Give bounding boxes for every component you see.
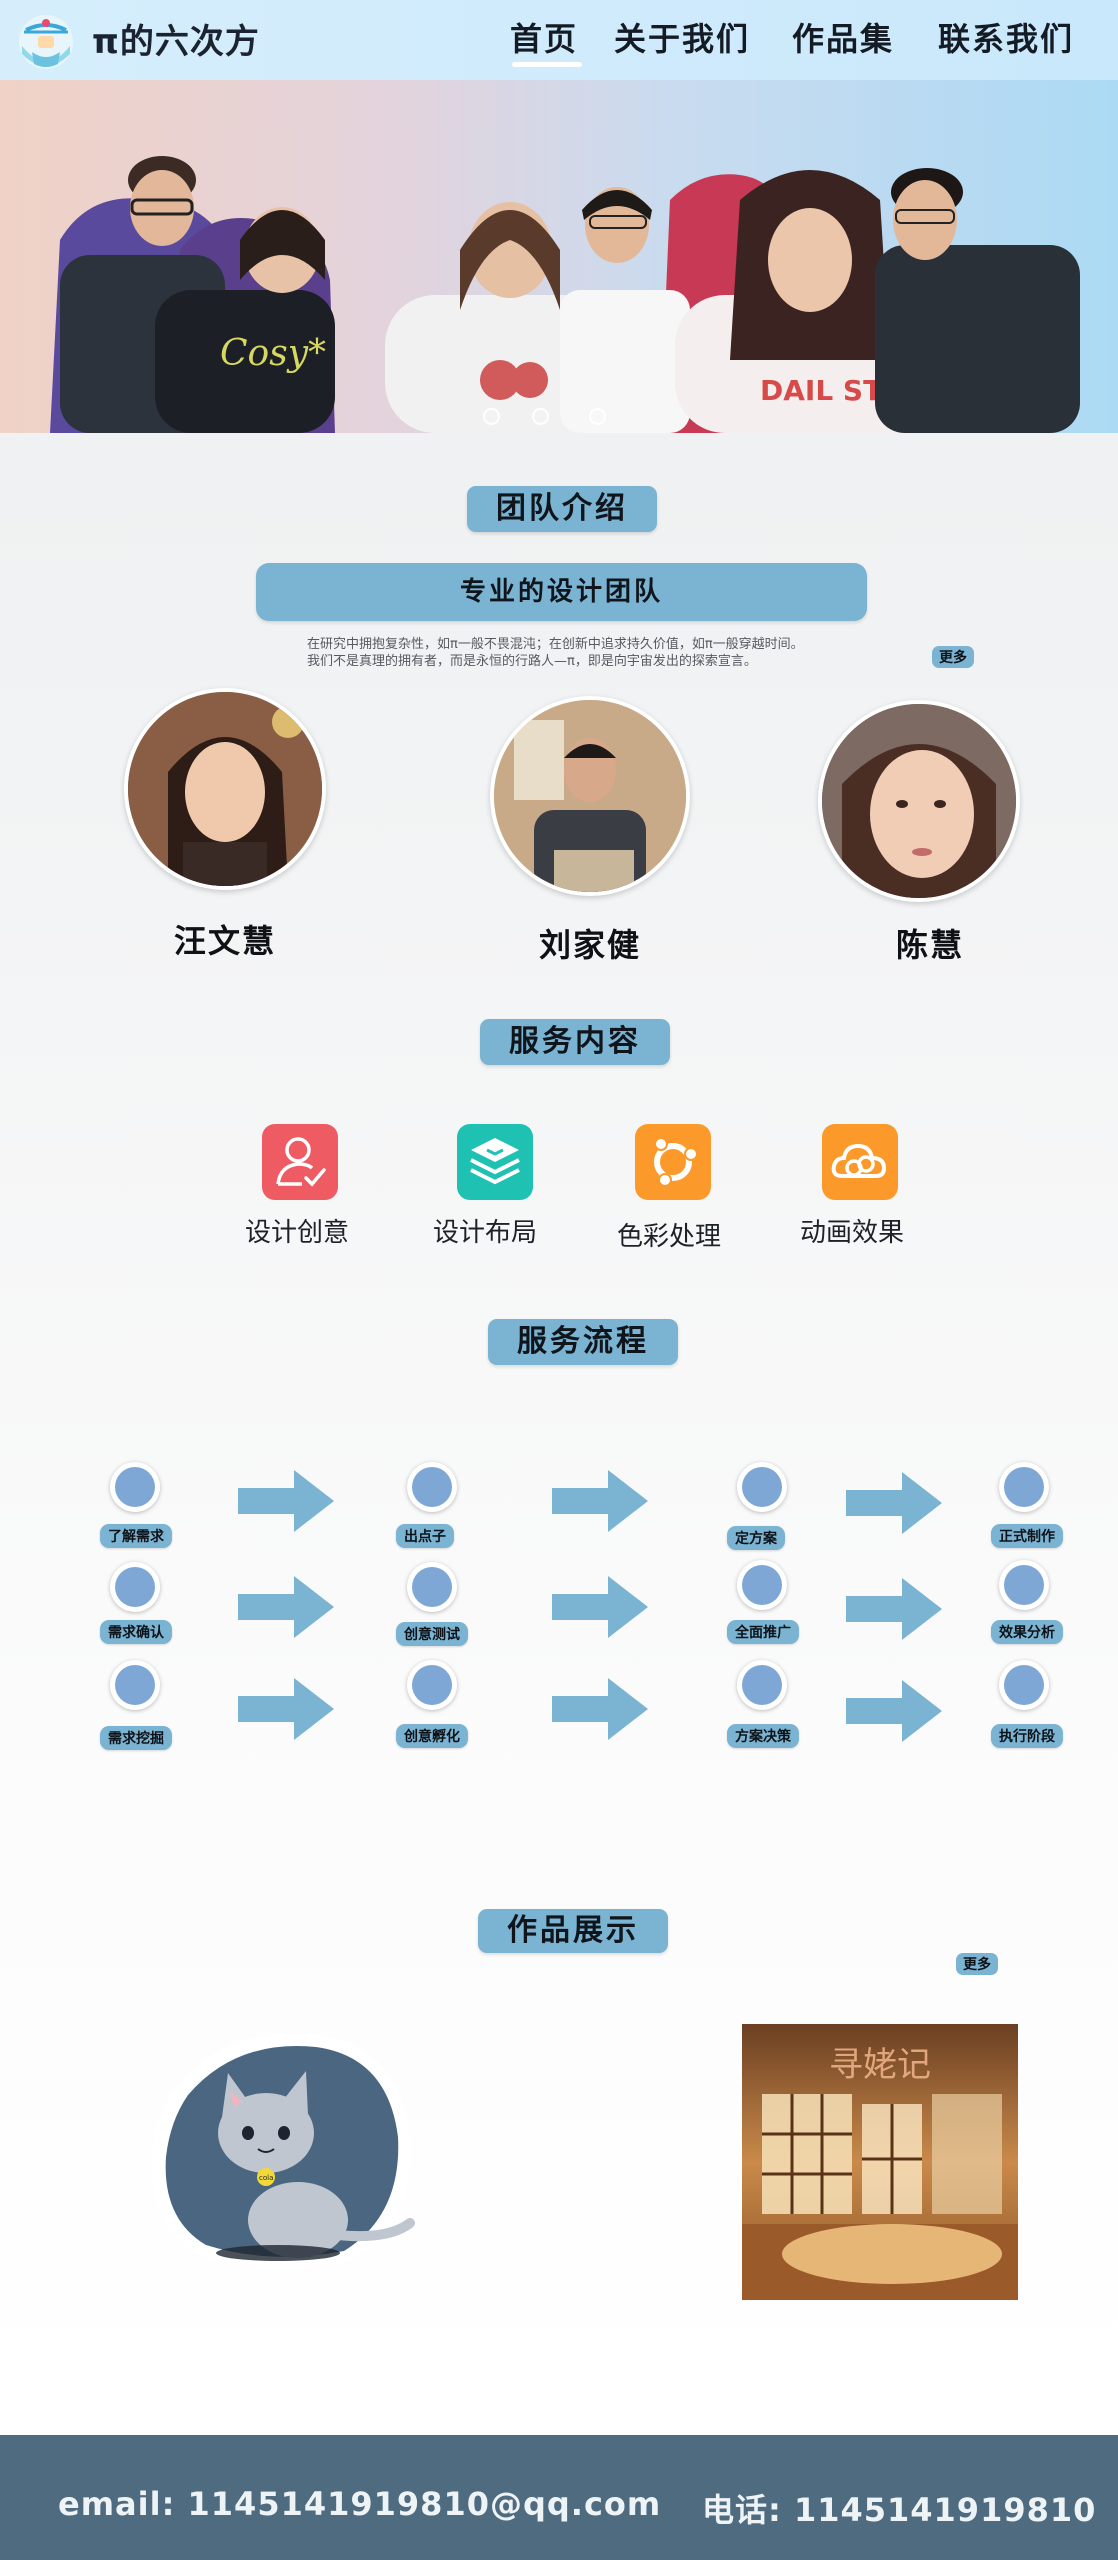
carousel-dot-1[interactable] — [483, 408, 500, 425]
clock-icon — [1004, 1467, 1044, 1507]
step-circle — [407, 1660, 457, 1710]
hero-carousel[interactable]: Cosy* DAIL STYLE — [0, 80, 1118, 433]
room-poster-image: 寻姥记 — [742, 2024, 1018, 2300]
member-avatar-3[interactable] — [818, 700, 1020, 902]
member-avatar-1[interactable] — [124, 688, 326, 890]
step-circle — [737, 1560, 787, 1610]
member-photo-2 — [494, 700, 686, 892]
arrow-right-icon — [238, 1678, 334, 1740]
step-label: 效果分析 — [991, 1620, 1063, 1644]
step-circle — [999, 1560, 1049, 1610]
member-photo-1 — [128, 692, 322, 886]
nav-portfolio[interactable]: 作品集 — [792, 20, 895, 58]
clipboard-check-icon — [742, 1665, 782, 1705]
footer — [0, 2435, 1118, 2560]
works-more-button[interactable]: 更多 — [956, 1953, 998, 1975]
logo-icon[interactable] — [14, 6, 78, 72]
arrow-right-icon — [552, 1470, 648, 1532]
svg-text:Cosy*: Cosy* — [220, 333, 326, 374]
team-section-title: 团队介绍 — [467, 486, 657, 532]
step-circle — [407, 1562, 457, 1612]
active-nav-indicator — [512, 62, 582, 67]
services-section-title: 服务内容 — [480, 1019, 670, 1065]
recycle-icon — [115, 1567, 155, 1607]
member-photo-3 — [822, 704, 1016, 898]
step-circle — [737, 1462, 787, 1512]
footer-phone[interactable]: 电话: 1145141919810 — [702, 2491, 1097, 2529]
step-label: 需求确认 — [100, 1620, 172, 1644]
arrow-right-icon — [552, 1678, 648, 1740]
step-label: 出点子 — [396, 1524, 454, 1548]
step-circle — [110, 1462, 160, 1512]
team-subtitle: 专业的设计团队 — [256, 563, 867, 621]
step-label: 全面推广 — [727, 1620, 799, 1644]
calendar-icon — [742, 1467, 782, 1507]
work-cat-illustration[interactable]: cola — [148, 2025, 416, 2271]
work-room-poster[interactable]: 寻姥记 — [742, 2024, 1018, 2300]
service-label-3: 色彩处理 — [617, 1222, 722, 1252]
team-more-button[interactable]: 更多 — [932, 646, 974, 668]
member-name-1: 汪文慧 — [174, 922, 277, 960]
step-label: 创意孵化 — [396, 1724, 468, 1748]
test-icon — [412, 1567, 452, 1607]
footer-email[interactable]: email: 1145141919810@qq.com — [58, 2485, 662, 2523]
arrow-right-icon — [846, 1578, 942, 1640]
service-label-1: 设计创意 — [245, 1218, 350, 1248]
step-label: 定方案 — [727, 1526, 785, 1550]
team-intro-line-2: 我们不是真理的拥有者，而是永恒的行路人—π，即是向宇宙发出的探索宣言。 — [307, 654, 757, 669]
shield-icon — [1004, 1565, 1044, 1605]
team-intro: 在研究中拥抱复杂性，如π一般不畏混沌；在创新中追求持久价值，如π一般穿越时间。 … — [307, 636, 804, 670]
step-label: 正式制作 — [991, 1524, 1063, 1548]
step-circle — [737, 1660, 787, 1710]
process-section-title: 服务流程 — [488, 1319, 678, 1365]
brand-name[interactable]: π的六次方 — [92, 22, 260, 62]
step-label: 创意测试 — [396, 1622, 468, 1646]
step-label: 需求挖掘 — [100, 1726, 172, 1750]
step-circle — [999, 1660, 1049, 1710]
poster-title: 寻姥记 — [829, 2045, 931, 2085]
nav-contact[interactable]: 联系我们 — [938, 20, 1075, 58]
service-label-2: 设计布局 — [433, 1218, 538, 1248]
layers-icon[interactable] — [457, 1124, 533, 1200]
user-check-icon[interactable] — [262, 1124, 338, 1200]
nav-home[interactable]: 首页 — [510, 20, 579, 58]
cloud-link-icon[interactable] — [822, 1124, 898, 1200]
arrow-right-icon — [238, 1576, 334, 1638]
top-navigation-bar: π的六次方 首页 关于我们 作品集 联系我们 — [0, 0, 1118, 80]
works-section-title: 作品展示 — [478, 1909, 668, 1953]
arrow-right-icon — [552, 1576, 648, 1638]
member-name-2: 刘家健 — [539, 926, 642, 964]
arrow-right-icon — [238, 1470, 334, 1532]
team-intro-line-1: 在研究中拥抱复杂性，如π一般不畏混沌；在创新中追求持久价值，如π一般穿越时间。 — [307, 637, 804, 652]
carousel-dot-2[interactable] — [532, 408, 549, 425]
member-name-3: 陈慧 — [896, 926, 965, 964]
step-label: 方案决策 — [727, 1724, 799, 1748]
step-circle — [407, 1462, 457, 1512]
step-label: 执行阶段 — [991, 1724, 1063, 1748]
nav-about[interactable]: 关于我们 — [614, 20, 751, 58]
arrow-right-icon — [846, 1472, 942, 1534]
edit-icon — [412, 1467, 452, 1507]
team-group-photo: Cosy* DAIL STYLE — [50, 156, 1080, 433]
document-icon — [115, 1665, 155, 1705]
step-circle — [110, 1660, 160, 1710]
step-label: 了解需求 — [100, 1524, 172, 1548]
step-circle — [999, 1462, 1049, 1512]
service-label-4: 动画效果 — [800, 1218, 905, 1248]
card-icon — [1004, 1665, 1044, 1705]
carousel-dot-3[interactable] — [589, 408, 606, 425]
cat-tag-text: cola — [259, 2174, 273, 2182]
puzzle-icon — [412, 1665, 452, 1705]
step-circle — [110, 1562, 160, 1612]
arrow-right-icon — [846, 1680, 942, 1742]
pen-icon — [742, 1565, 782, 1605]
member-avatar-2[interactable] — [490, 696, 690, 896]
user-icon — [115, 1467, 155, 1507]
ubuntu-ring-icon[interactable] — [635, 1124, 711, 1200]
